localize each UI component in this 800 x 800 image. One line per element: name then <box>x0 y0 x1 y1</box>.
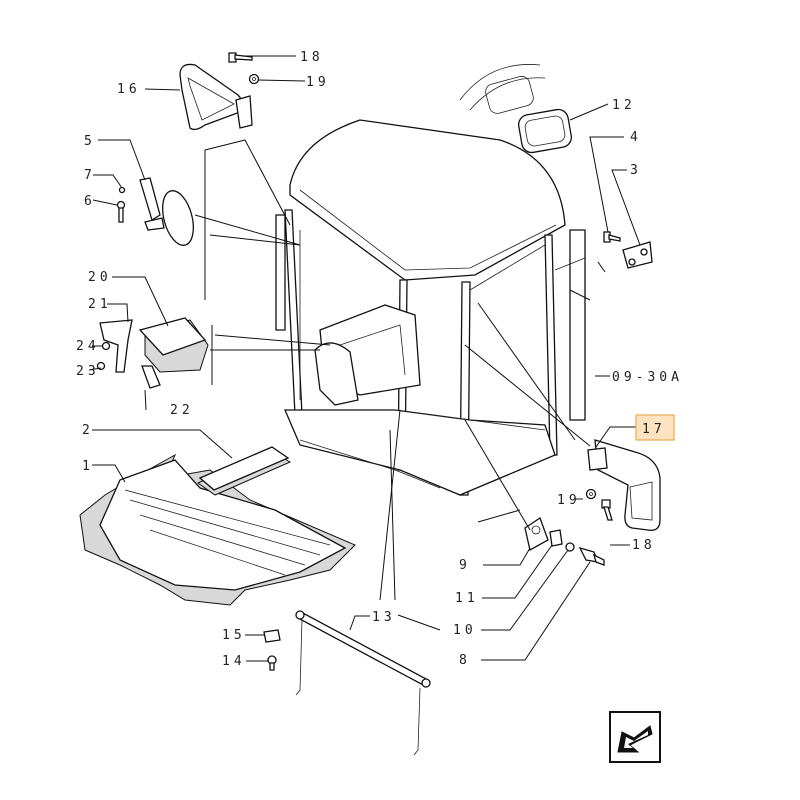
part-24-washer <box>101 341 111 351</box>
part-19-washer-lower <box>585 488 597 500</box>
part-8-pin <box>578 546 605 566</box>
part-23-nut <box>96 361 106 371</box>
callout-11: 11 <box>455 591 479 606</box>
cab-frame <box>275 119 586 496</box>
callout-7: 7 <box>84 168 96 183</box>
callout-8: 8 <box>459 653 471 668</box>
callout-14: 14 <box>222 654 246 669</box>
part-17-grab-handle <box>587 439 661 531</box>
callout-22: 22 <box>170 403 194 418</box>
highlight-box-17 <box>635 414 675 441</box>
part-19-washer-upper <box>248 73 260 85</box>
callout-15: 15 <box>222 628 246 643</box>
part-13-sunblind <box>295 610 431 756</box>
callout-19-top: 19 <box>306 75 330 90</box>
callout-6: 6 <box>84 194 96 209</box>
part-5-mirror <box>139 177 194 246</box>
part-9-striker <box>524 517 549 551</box>
callout-5: 5 <box>84 134 96 149</box>
part-7-washer <box>118 186 126 194</box>
part-10-washer <box>565 542 575 552</box>
part-14-screw <box>267 655 277 671</box>
part-18-bolt-upper <box>228 52 253 63</box>
callout-18-bottom: 18 <box>632 538 656 553</box>
part-6-screw <box>116 200 126 223</box>
part-16-grab-handle <box>179 63 253 131</box>
callout-13: 13 <box>372 610 396 625</box>
callout-ref-09-30a: 09-30A <box>612 370 683 385</box>
part-15-clip <box>263 629 281 643</box>
part-22-stud <box>141 365 161 389</box>
leader-lines <box>88 55 641 662</box>
callout-2: 2 <box>82 423 94 438</box>
part-1-floor-mat <box>79 453 356 606</box>
part-18-bolt-lower <box>601 499 613 521</box>
callout-24: 24 <box>76 339 100 354</box>
callout-9: 9 <box>459 558 471 573</box>
callout-10: 10 <box>453 623 477 638</box>
part-3-bracket <box>622 241 653 269</box>
part-20-armrest-pad <box>138 317 209 373</box>
part-4-bolt <box>603 231 621 243</box>
part-21-bracket <box>99 319 133 373</box>
callout-16: 16 <box>117 82 141 97</box>
callout-20: 20 <box>88 270 112 285</box>
part-2-step-strip <box>197 446 292 496</box>
part-12-dome-lamp <box>459 64 572 154</box>
callout-23: 23 <box>76 364 100 379</box>
callout-17: 17 <box>642 422 666 437</box>
callout-21: 21 <box>88 297 112 312</box>
callout-3: 3 <box>630 163 642 178</box>
callout-4: 4 <box>630 130 642 145</box>
part-11-plate <box>549 529 563 547</box>
callout-1: 1 <box>82 459 94 474</box>
prev-page-arrow-icon[interactable] <box>609 711 661 763</box>
callout-12: 12 <box>612 98 636 113</box>
callout-19-bottom: 19 <box>557 493 581 508</box>
callout-18-top: 18 <box>300 50 324 65</box>
